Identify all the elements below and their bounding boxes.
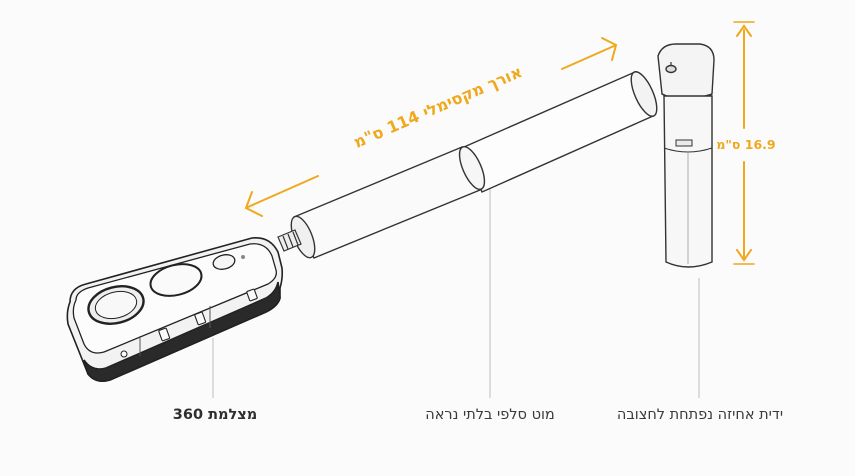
tripod-handle [657, 43, 715, 268]
length-arrow-right-icon [601, 37, 618, 61]
length-line-right [561, 45, 615, 70]
camera-lens-back [149, 263, 203, 297]
camera-face [72, 243, 277, 354]
camera-port-icon [120, 350, 128, 358]
camera-side-band [83, 281, 281, 382]
handle-label: ידית אחיזה נפתחת לחצובה [616, 407, 784, 423]
handle-screw-icon [665, 64, 677, 74]
selfie-stick [277, 71, 658, 259]
camera-360 [66, 236, 284, 382]
stick-top-end [630, 71, 658, 117]
handle-height-label: 16.9 ס"מ [716, 137, 775, 152]
height-arrow-top-icon [736, 24, 752, 37]
length-line-left [247, 175, 319, 208]
leader-lines [212, 172, 700, 398]
handle-top-block [657, 43, 715, 102]
camera-label: מצלמת 360 [172, 407, 258, 423]
height-arrow-bottom-icon [736, 249, 752, 262]
length-arrow-left-icon [244, 191, 263, 217]
handle-latch [675, 139, 693, 147]
stick-label: מוט סלפי בלתי נראה [425, 407, 555, 423]
stick-screw-icon [277, 229, 302, 252]
stick-section-bottom [293, 146, 481, 259]
length-dimension [244, 37, 618, 217]
height-dimension [733, 21, 755, 265]
camera-led-icon [241, 255, 245, 259]
camera-shutter-icon [212, 254, 236, 270]
camera-button-icons [158, 288, 258, 342]
stick-joint [458, 145, 486, 191]
